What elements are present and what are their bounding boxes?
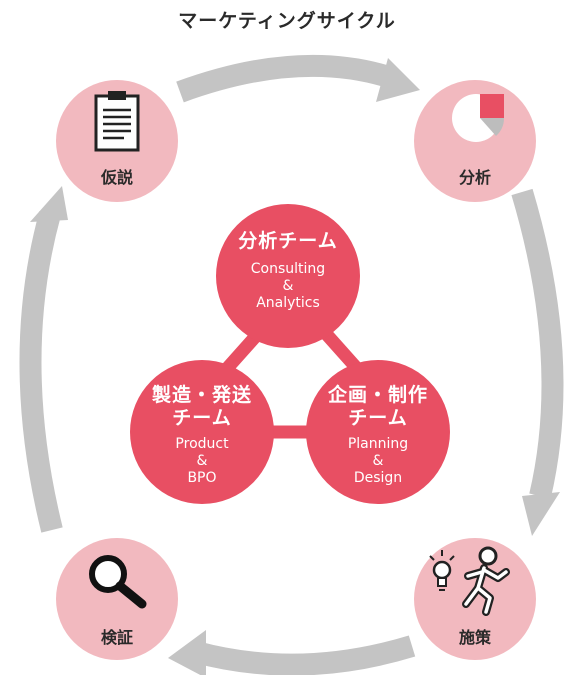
arrow-right xyxy=(511,188,564,499)
arrowhead-bottom xyxy=(168,630,206,675)
team-planning-sub-line-3: Design xyxy=(353,470,403,486)
diagram-title: マーケティングサイクル xyxy=(178,10,396,32)
team-planning-sub-line-1: Planning xyxy=(347,436,409,452)
team-production-sub-line-3: BPO xyxy=(187,470,217,486)
arrowhead-top xyxy=(376,58,420,102)
node-label-verification: 検証 xyxy=(100,628,133,647)
team-planning-sub-line-2: & xyxy=(372,453,384,469)
team-planning: 企画・制作 チーム Planning & Design xyxy=(306,360,450,504)
team-production-sub: Product & BPO xyxy=(130,436,274,487)
team-production-name-line-1: 製造・発送 xyxy=(151,384,252,406)
team-analysis-sub-line-2: & xyxy=(282,278,294,294)
team-planning-name: 企画・制作 チーム xyxy=(306,384,450,430)
team-analysis-name: 分析チーム xyxy=(238,230,338,252)
lightbulb-icon xyxy=(429,550,455,591)
arrow-left xyxy=(19,211,63,533)
team-production-sub-line-1: Product xyxy=(175,436,229,452)
node-measure: 施策 xyxy=(414,538,536,660)
arrowhead-left xyxy=(30,186,68,222)
clipboard-icon xyxy=(94,91,140,152)
arrowhead-right xyxy=(522,492,560,536)
node-label-analysis: 分析 xyxy=(458,168,491,187)
node-label-measure: 施策 xyxy=(458,628,491,647)
magnifier-icon xyxy=(89,555,147,609)
pie-chart-icon xyxy=(452,94,505,142)
node-hypothesis: 仮説 xyxy=(56,80,178,202)
node-verification: 検証 xyxy=(56,538,178,660)
team-planning-name-line-1: 企画・制作 xyxy=(327,384,428,406)
node-analysis: 分析 xyxy=(414,80,536,202)
team-planning-sub: Planning & Design xyxy=(306,436,450,487)
team-analysis-sub-line-3: Analytics xyxy=(256,295,320,311)
team-production: 製造・発送 チーム Product & BPO xyxy=(130,360,274,504)
team-production-name-line-2: チーム xyxy=(172,407,232,429)
arrow-bottom xyxy=(193,635,416,675)
runner-icon xyxy=(462,546,510,616)
node-label-hypothesis: 仮説 xyxy=(100,168,133,187)
team-planning-name-line-2: チーム xyxy=(348,407,408,429)
team-production-sub-line-2: & xyxy=(196,453,208,469)
team-analysis-sub-line-1: Consulting xyxy=(250,261,326,277)
team-production-name: 製造・発送 チーム xyxy=(130,384,274,430)
team-analysis: 分析チーム Consulting & Analytics xyxy=(216,204,360,348)
arrow-top xyxy=(176,54,396,103)
team-analysis-sub: Consulting & Analytics xyxy=(216,261,360,312)
